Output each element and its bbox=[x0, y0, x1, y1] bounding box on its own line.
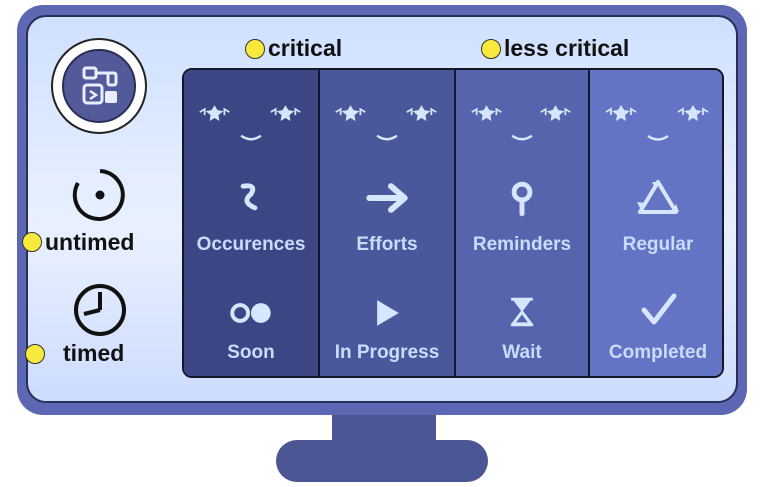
sparkle-face-icon bbox=[335, 105, 437, 141]
untimed-target-icon bbox=[72, 169, 125, 221]
less-critical-marker bbox=[481, 39, 501, 59]
play-icon bbox=[377, 300, 399, 326]
app-logo bbox=[51, 38, 147, 134]
hourglass-icon bbox=[510, 297, 534, 327]
critical-marker bbox=[245, 39, 265, 59]
category-panel: Occurences Soon Efforts In Progress bbox=[182, 68, 724, 378]
completed-label: Completed bbox=[608, 342, 708, 363]
recycle-icon bbox=[637, 180, 679, 214]
monitor-stand-base bbox=[276, 440, 488, 482]
column-occurences: Occurences Soon bbox=[184, 70, 320, 376]
sparkle-face-icon bbox=[605, 105, 709, 141]
regular-label: Regular bbox=[622, 234, 694, 255]
workflow-icon bbox=[82, 66, 118, 105]
arrow-right-icon bbox=[366, 183, 408, 213]
in-progress-label: In Progress bbox=[334, 342, 440, 363]
pin-icon bbox=[511, 181, 533, 217]
reminders-label: Reminders bbox=[472, 234, 572, 255]
efforts-label: Efforts bbox=[356, 234, 418, 255]
column-regular: Regular Completed bbox=[590, 70, 722, 376]
timed-label: timed bbox=[63, 340, 125, 366]
soon-label: Soon bbox=[227, 342, 275, 363]
untimed-marker bbox=[22, 232, 42, 252]
sparkle-face-icon bbox=[199, 105, 301, 141]
untimed-label: untimed bbox=[45, 229, 135, 255]
critical-header: critical bbox=[268, 35, 343, 61]
sparkle-face-icon bbox=[471, 105, 571, 141]
checkmark-icon bbox=[641, 293, 677, 325]
clock-icon bbox=[74, 284, 126, 336]
two-dots-icon bbox=[230, 303, 271, 323]
timed-marker bbox=[25, 344, 45, 364]
occurences-label: Occurences bbox=[196, 234, 306, 255]
column-reminders: Reminders Wait bbox=[456, 70, 590, 376]
column-efforts: Efforts In Progress bbox=[320, 70, 456, 376]
less-critical-header: less critical bbox=[504, 35, 630, 61]
wait-label: Wait bbox=[502, 342, 542, 363]
squiggle-icon bbox=[240, 183, 258, 211]
